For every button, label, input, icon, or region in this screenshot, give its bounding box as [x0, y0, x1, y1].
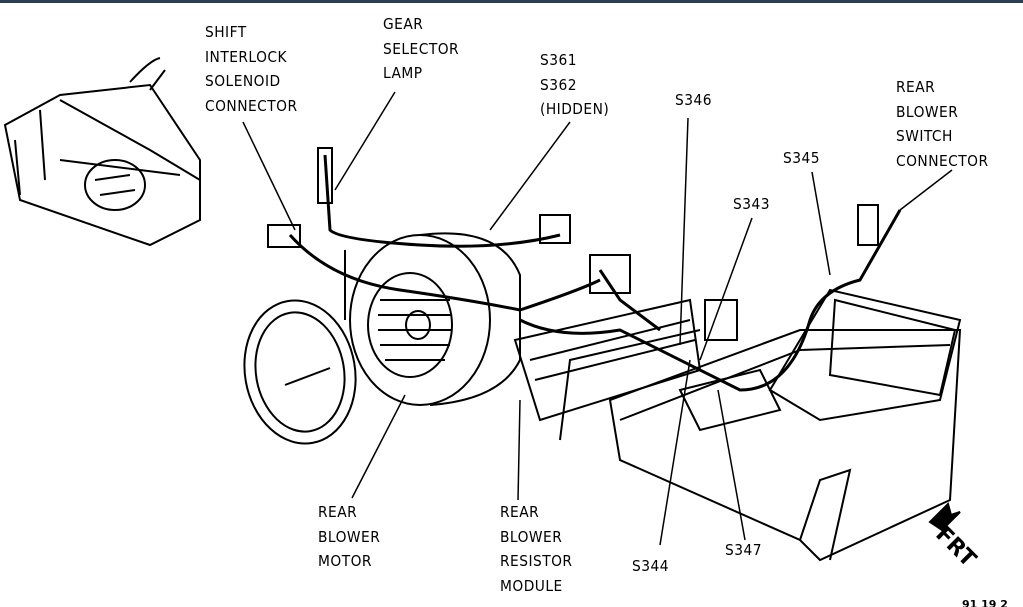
label-s361-s362: S361 S362 (HIDDEN) [540, 51, 610, 118]
leader-lines [242, 91, 953, 546]
label-s345: S345 [783, 149, 820, 167]
label-s347: S347 [725, 541, 762, 559]
window-top-border [0, 0, 1023, 3]
label-gear-selector-lamp: GEAR SELECTOR LAMP [383, 15, 460, 82]
connectors [267, 147, 879, 341]
blower-ring [243, 299, 357, 445]
duct-housing [513, 288, 962, 562]
blower-motor [344, 232, 521, 406]
figure-code: 91 19 2 [962, 598, 1008, 607]
label-s346: S346 [675, 91, 712, 109]
label-s343: S343 [733, 195, 770, 213]
front-arrow-icon [928, 502, 961, 532]
wiring-harness [288, 154, 902, 392]
label-rear-blower-motor: REAR BLOWER MOTOR [318, 503, 381, 570]
label-rear-blower-switch-connector: REAR BLOWER SWITCH CONNECTOR [896, 78, 989, 170]
vehicle-inset [3, 57, 201, 247]
label-shift-interlock-solenoid-connector: SHIFT INTERLOCK SOLENOID CONNECTOR [205, 23, 298, 115]
label-s344: S344 [632, 557, 669, 575]
label-rear-blower-resistor-module: REAR BLOWER RESISTOR MODULE [500, 503, 573, 595]
